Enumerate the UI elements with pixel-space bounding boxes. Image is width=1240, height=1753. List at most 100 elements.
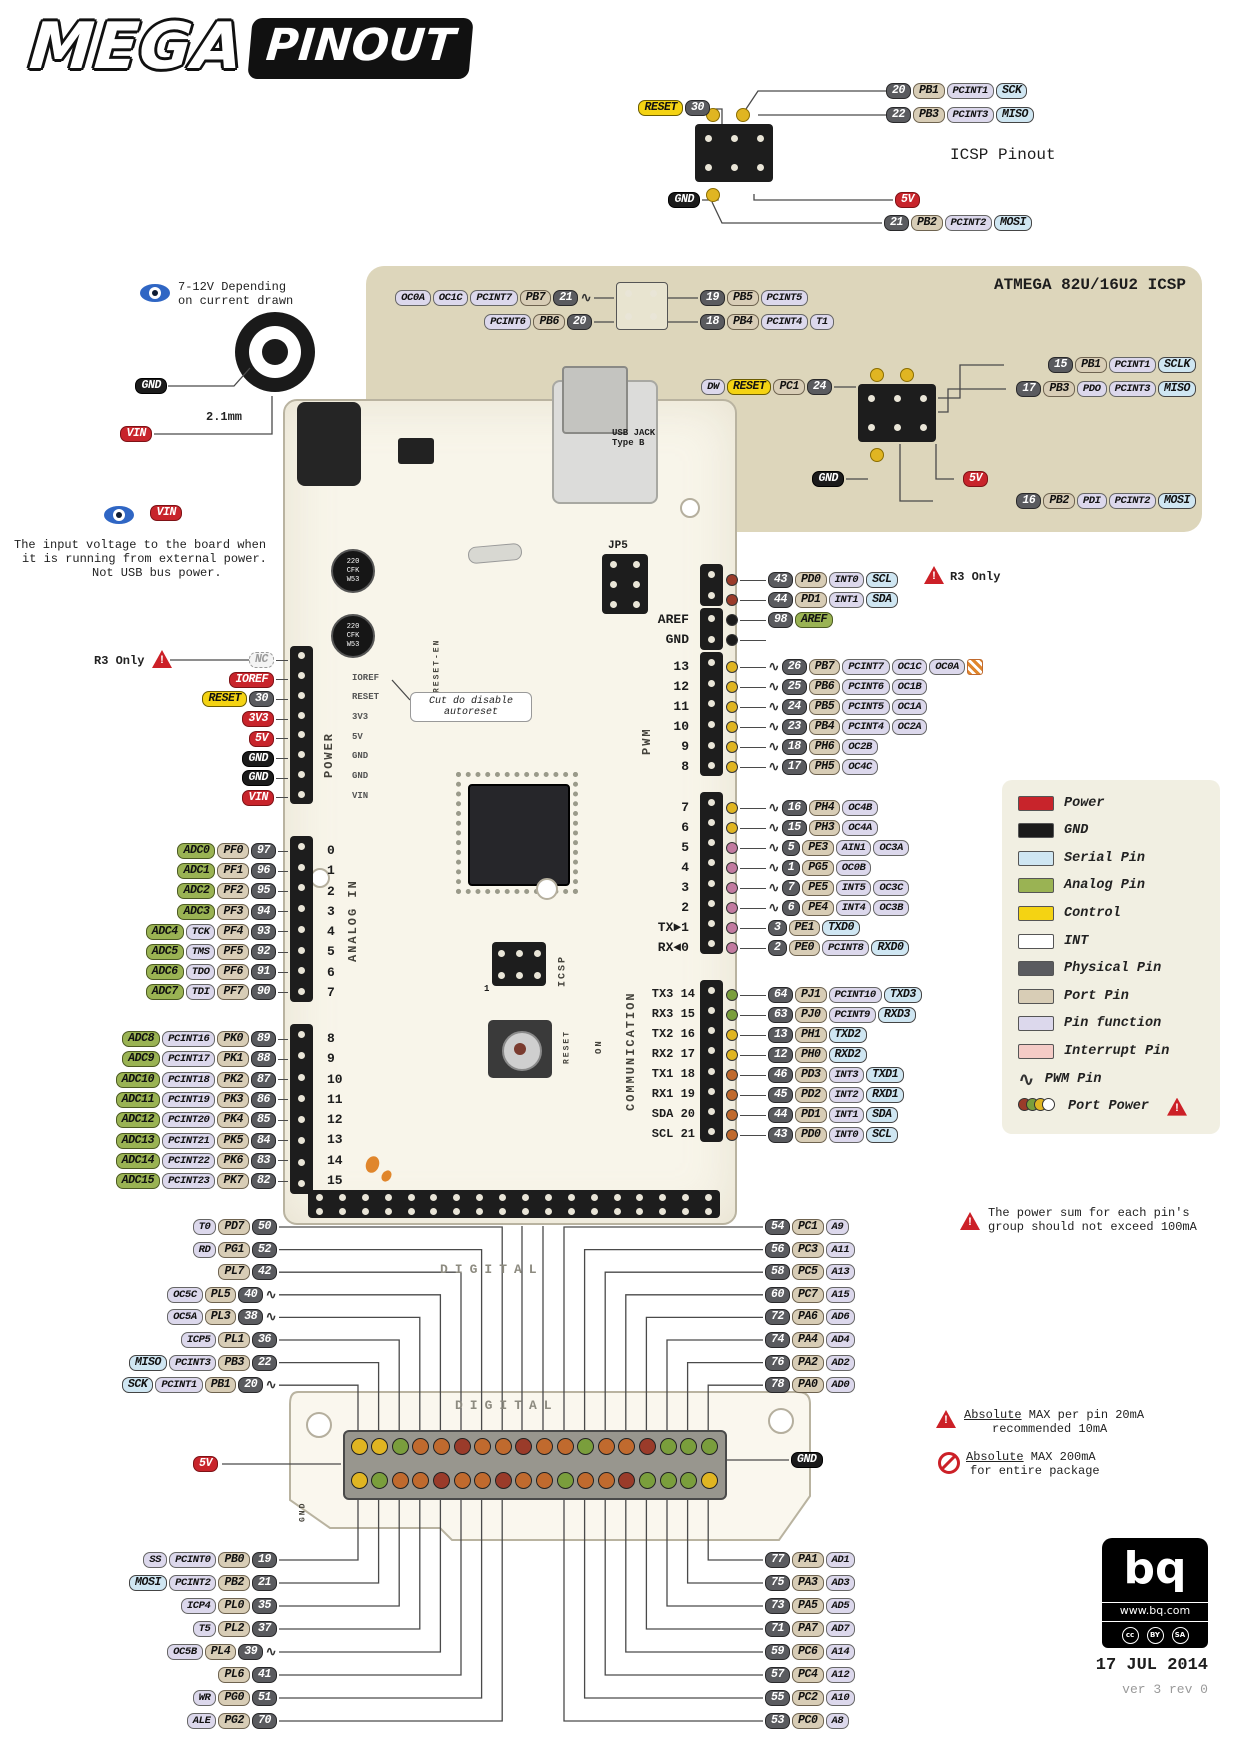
pin-chip: PCINT21 <box>162 1132 216 1149</box>
port-power-dot <box>726 761 738 773</box>
wire-stub <box>278 911 288 913</box>
connector-pin <box>535 1472 553 1489</box>
pin-hole <box>476 1207 484 1215</box>
pin-chip: ICP4 <box>180 1598 217 1614</box>
pin-chip: ADC6 <box>145 964 184 981</box>
pin-chip: AD5 <box>825 1598 856 1614</box>
pin-chip: AD2 <box>825 1354 856 1371</box>
board-pin-label: TX1 18 <box>651 1067 695 1081</box>
pin-hole <box>708 839 715 847</box>
pin-chip: 22 <box>251 1354 277 1371</box>
pin-chip: OC1A <box>891 699 928 715</box>
pin-chip: PB7 <box>519 290 552 306</box>
pwm-icon: ∿ <box>768 659 780 675</box>
legend-item-gnd: GND <box>1018 822 1088 840</box>
warning-icon <box>936 1410 956 1428</box>
pin-chip: TDI <box>185 984 216 1001</box>
pwm-icon: ∿ <box>768 900 780 916</box>
board-pin-label: GND <box>352 751 369 761</box>
wire-stub <box>740 666 766 668</box>
pin1-marker <box>900 368 914 382</box>
pin-chip: 54 <box>765 1219 791 1235</box>
wire-stub <box>278 1079 288 1081</box>
reset-button-center <box>514 1043 526 1055</box>
pin-chip: A12 <box>825 1667 856 1683</box>
pin-chip: AD3 <box>825 1575 856 1591</box>
pin-chip: PCINT0 <box>169 1552 217 1568</box>
pin-chip: GND <box>812 471 844 487</box>
pin-hole <box>533 971 541 979</box>
pin-chip: PB2 <box>1043 493 1075 509</box>
pin-hole <box>867 424 875 431</box>
port-power-dot <box>726 1049 738 1061</box>
pin-hole <box>893 395 901 402</box>
pin-hole <box>650 313 657 320</box>
jp5-label: JP5 <box>608 540 628 552</box>
wire-stub <box>740 827 766 829</box>
legend-swatch <box>1018 878 1054 894</box>
warning-icon <box>1167 1097 1188 1116</box>
pin-chip: 63 <box>768 1007 794 1023</box>
pin-chip: 44 <box>768 1107 794 1123</box>
pin-row-bottom-gnd: GND <box>791 1451 823 1469</box>
pin-hole <box>919 395 927 402</box>
mounting-hole <box>680 498 700 518</box>
pin-chip: TMS <box>185 944 216 960</box>
wire-stub <box>278 890 288 892</box>
wire-stub <box>278 1058 288 1060</box>
board-pin-label: 3V3 <box>352 712 369 722</box>
pin-chip: OC3C <box>873 880 909 896</box>
mounting-hole <box>768 1408 794 1434</box>
wire-stub <box>740 686 766 688</box>
board-pin-label: 3 <box>681 880 689 895</box>
pin-chip: SCL <box>866 1127 898 1143</box>
port-power-dot <box>726 922 738 934</box>
pin-chip: 88 <box>250 1051 276 1068</box>
legend-swatch <box>1018 905 1054 921</box>
port-power-dot <box>726 802 738 814</box>
legend-swatch <box>1018 1016 1054 1032</box>
connector-pin <box>453 1438 471 1455</box>
mcu-pins <box>456 772 578 894</box>
pin-chip: 3V3 <box>242 711 274 728</box>
pin-chip: PF0 <box>217 843 249 859</box>
pin-hole <box>497 971 505 979</box>
pin-chip: NC <box>248 652 274 668</box>
pin-hole <box>361 1193 369 1201</box>
pin-header <box>700 792 723 954</box>
pin-header <box>700 652 723 776</box>
pin-hole <box>708 818 715 826</box>
pin-chip: GND <box>242 770 274 787</box>
pin-row-icsp-5v: 5V <box>895 191 921 209</box>
voltage-regulator <box>398 438 434 464</box>
pin-chip: PK5 <box>217 1132 249 1149</box>
pin-hole <box>515 949 523 957</box>
pin-chip: RESET <box>202 691 247 708</box>
pin-chip: TXD3 <box>883 987 922 1003</box>
pin-chip: PCINT5 <box>760 290 808 306</box>
pin-chip: 90 <box>250 984 276 1001</box>
pin-chip: TDO <box>185 964 216 981</box>
pin-chip: TXD0 <box>822 920 861 936</box>
abs-max-note-line1: Absolute MAX per pin 20mA <box>964 1408 1145 1422</box>
pin-hole <box>625 290 632 297</box>
board-pin-label: TX3 14 <box>651 987 695 1001</box>
pin-chip: SCLK <box>1157 357 1196 373</box>
pin-hole <box>708 920 715 928</box>
pin-chip: PF6 <box>217 964 249 981</box>
wire-stub <box>740 706 766 708</box>
port-power-dot <box>726 842 738 854</box>
